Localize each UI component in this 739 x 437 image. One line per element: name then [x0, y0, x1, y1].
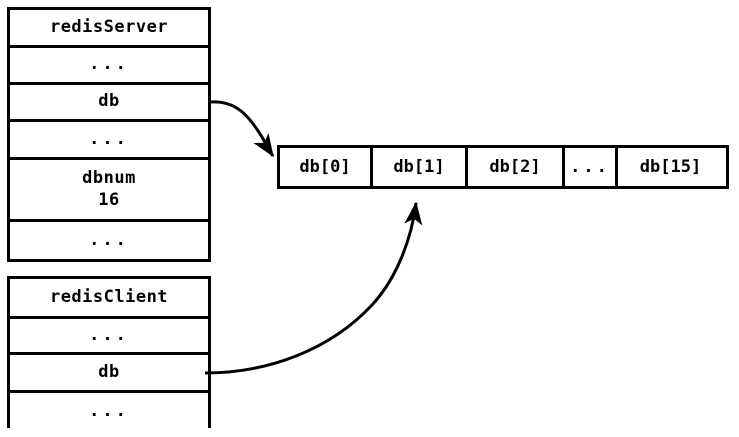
- db-array-cell-label: db[2]: [489, 157, 541, 177]
- db-array: db[0] db[1] db[2] ... db[15]: [277, 145, 729, 189]
- redis-server-row-ellipsis-3: ...: [10, 222, 208, 259]
- redis-client-db-label: db: [98, 361, 120, 382]
- redis-server-struct: redisServer ... db ... dbnum 16 ...: [7, 7, 211, 262]
- arrow-server-db-to-array: [209, 100, 275, 157]
- redis-server-row-ellipsis-2: ...: [10, 122, 208, 160]
- ellipsis-text: ...: [570, 157, 610, 177]
- ellipsis-text: ...: [89, 324, 129, 345]
- db-array-cell-1: db[1]: [373, 148, 468, 186]
- redis-client-row-ellipsis-1: ...: [10, 319, 208, 355]
- db-array-cell-label: db[0]: [299, 157, 351, 177]
- redis-client-struct: redisClient ... db ...: [7, 276, 211, 431]
- ellipsis-text: ...: [89, 128, 129, 149]
- db-array-cell-15: db[15]: [618, 148, 723, 186]
- redis-client-row-ellipsis-2: ...: [10, 393, 208, 431]
- db-array-cell-label: db[15]: [639, 157, 702, 177]
- redis-server-dbnum-value: 16: [98, 189, 120, 210]
- db-array-cell-2: db[2]: [468, 148, 565, 186]
- ellipsis-text: ...: [89, 401, 129, 422]
- db-array-cell-0: db[0]: [280, 148, 373, 186]
- redis-server-dbnum-label: dbnum: [82, 168, 136, 189]
- redis-server-title: redisServer: [49, 16, 169, 37]
- redis-client-title: redisClient: [49, 286, 169, 307]
- redis-server-row-dbnum: dbnum 16: [10, 160, 208, 222]
- redis-server-row-db: db: [10, 85, 208, 122]
- db-array-cell-label: db[1]: [393, 157, 445, 177]
- redis-server-header: redisServer: [10, 10, 208, 48]
- ellipsis-text: ...: [89, 54, 129, 75]
- ellipsis-text: ...: [89, 229, 129, 250]
- redis-client-row-db: db: [10, 355, 208, 393]
- redis-server-db-label: db: [98, 91, 120, 112]
- redis-server-row-ellipsis-1: ...: [10, 48, 208, 85]
- arrow-client-db-to-db1: [204, 201, 423, 375]
- db-array-cell-ellipsis: ...: [565, 148, 618, 186]
- redis-client-header: redisClient: [10, 279, 208, 319]
